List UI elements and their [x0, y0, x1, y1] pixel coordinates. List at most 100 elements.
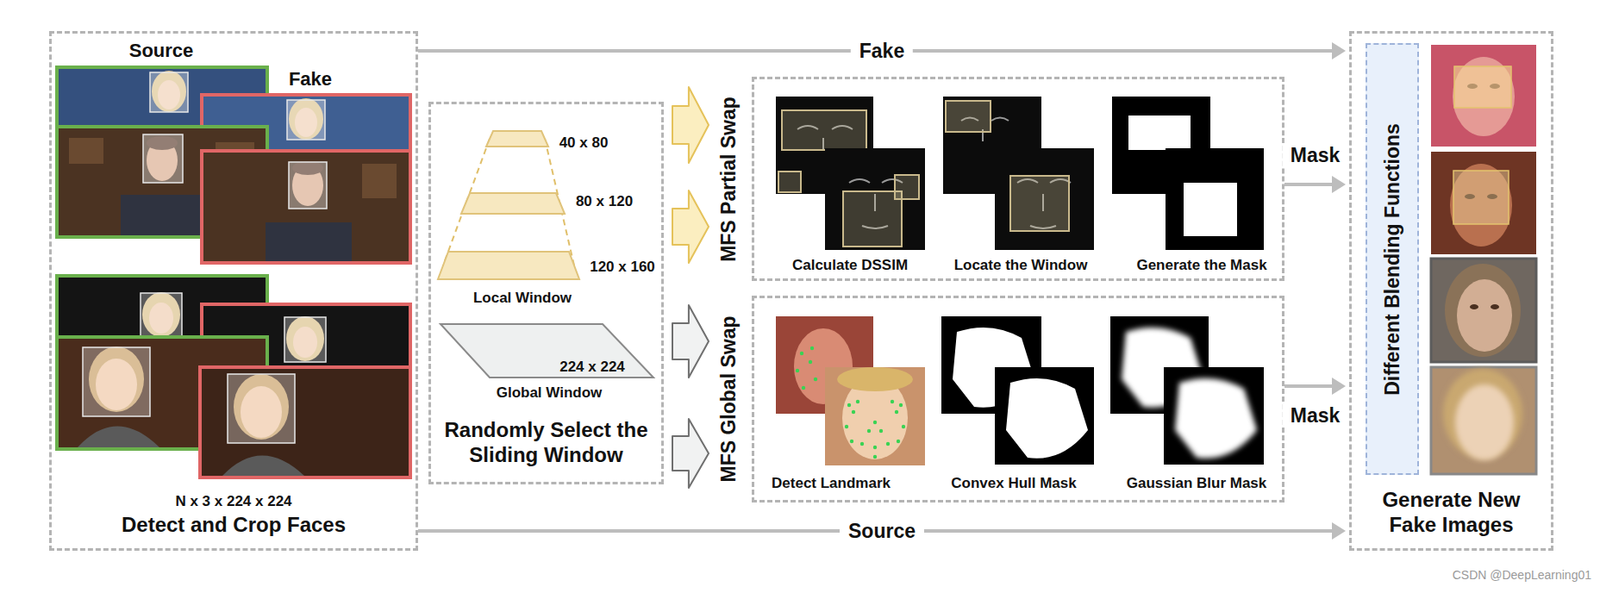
landmark-face-part-part — [890, 400, 894, 404]
landmark-face-part-part — [879, 429, 883, 433]
landmark-face-part-part — [860, 442, 864, 446]
output-panel: Generate New Fake ImagesDifferent Blendi… — [1349, 31, 1554, 551]
label-holder: CSDN @DeepLearning01 — [1452, 567, 1592, 583]
located-window-part — [994, 148, 1094, 250]
landmark-face-part-part — [873, 420, 877, 425]
node-text: MFS Global Swap — [717, 316, 740, 483]
output-face-part — [1431, 44, 1537, 147]
fake-frame-part — [288, 162, 327, 209]
text-label: Convex Hull Mask — [950, 475, 1077, 492]
landmark-face-part — [795, 368, 800, 373]
output-face-part — [1431, 151, 1537, 255]
arrow-head — [1331, 522, 1346, 540]
output-face-part — [1469, 304, 1479, 310]
landmark-face-part — [801, 386, 806, 390]
output-face-part — [1452, 56, 1515, 137]
edge-label-holder: Source — [839, 519, 925, 544]
landmark-face-part-part — [873, 445, 877, 450]
landmark-face-part-part — [894, 410, 899, 414]
source-frame-part — [140, 293, 182, 337]
label-holder: 224 x 224 — [559, 358, 625, 376]
arrow-head — [1331, 175, 1346, 194]
dssim-map-part — [778, 171, 801, 193]
fake-frame — [201, 150, 411, 263]
located-window-part — [1010, 175, 1069, 232]
label-holder: 80 x 120 — [575, 193, 633, 211]
blending-box: Different Blending Functions — [1365, 43, 1419, 475]
window-mask-part — [1128, 115, 1191, 150]
text-label: 80 x 120 — [575, 193, 633, 210]
text-label: Locate the Window — [954, 256, 1088, 274]
source-frame-part — [82, 347, 150, 417]
node-text: Different Blending Functions — [1381, 123, 1404, 396]
arrow-line — [1284, 175, 1346, 194]
text-label: 120 x 160 — [589, 258, 656, 275]
edge-label: Source — [848, 519, 916, 543]
fake-frame-part — [265, 222, 352, 262]
text-holder: Randomly Select the Sliding Window — [431, 418, 662, 469]
label-holder: Generate the Mask — [1136, 256, 1267, 275]
label-holder: Calculate DSSIM — [792, 256, 908, 275]
landmark-face-part-part — [899, 403, 903, 407]
text-holder: N x 3 x 224 x 224 — [51, 493, 416, 511]
global-window-plane-part — [440, 324, 654, 378]
fake-frame-part — [200, 367, 411, 478]
gaussian-blur-mask-part — [1163, 367, 1264, 465]
edge-label-holder: Mask — [1281, 404, 1350, 428]
fake-frame-part — [362, 163, 397, 199]
text-label: Global Window — [496, 384, 603, 401]
label-holder: Gaussian Blur Mask — [1126, 475, 1268, 493]
landmark-face-part — [825, 367, 925, 466]
landmark-face-part — [810, 346, 814, 350]
landmark-face-part-part — [867, 429, 871, 433]
landmark-face-part — [813, 377, 818, 382]
label-holder: Detect Landmark — [771, 475, 891, 493]
landmark-face-part-part — [844, 425, 849, 429]
node-text: MFS Partial Swap — [717, 96, 740, 263]
landmark-face-part-part — [886, 442, 890, 446]
source-frame-part — [120, 194, 204, 236]
edge-label: Fake — [859, 39, 905, 63]
output-face-part — [1454, 66, 1512, 108]
output-face-part — [1490, 304, 1500, 310]
output-face — [1431, 367, 1537, 475]
label-holder: Global Window — [496, 384, 603, 402]
arrow-head — [1331, 42, 1346, 60]
source-frame-part — [150, 72, 188, 113]
chevron-shape — [672, 87, 709, 163]
node-text: Randomly Select the Sliding Window — [443, 418, 650, 469]
fake-frame-part — [287, 100, 325, 140]
connector-line — [1284, 182, 1334, 187]
landmark-face-part — [844, 400, 906, 459]
arrow-line — [1284, 377, 1346, 395]
output-face-part — [1450, 163, 1513, 247]
dssim-map-part — [781, 110, 867, 150]
local-window-stack — [437, 131, 580, 280]
block-arrow — [672, 418, 709, 488]
output-face-part — [1444, 263, 1521, 357]
fake-frame-part — [227, 374, 295, 444]
landmark-face-part — [800, 351, 804, 356]
convex-hull-mask-part — [1006, 378, 1088, 459]
output-face-part — [1453, 170, 1509, 225]
label-holder: Convex Hull Mask — [950, 475, 1077, 493]
edge-label-holder: Fake — [850, 39, 913, 63]
dssim-map — [775, 96, 925, 250]
text-label: 40 x 80 — [559, 134, 609, 151]
landmark-face-part-part — [901, 425, 906, 429]
convex-hull-mask-part — [994, 367, 1094, 465]
edge-label: Mask — [1290, 404, 1341, 427]
landmark-face-part-part — [873, 455, 877, 459]
node-text: N x 3 x 224 x 224 — [175, 493, 292, 511]
block-arrow — [672, 190, 709, 263]
convex-hull-mask — [941, 316, 1094, 465]
label-holder: Source — [129, 39, 194, 63]
output-face-part — [1455, 384, 1514, 461]
window-mask — [1112, 96, 1264, 250]
text-holder: MFS Partial Swap — [709, 79, 748, 279]
edge-label: Mask — [1290, 143, 1341, 167]
gaussian-blur-mask-part — [1175, 378, 1257, 459]
output-face — [1431, 44, 1537, 147]
chevron-shape — [672, 418, 709, 488]
label-holder: 120 x 160 — [589, 258, 656, 276]
